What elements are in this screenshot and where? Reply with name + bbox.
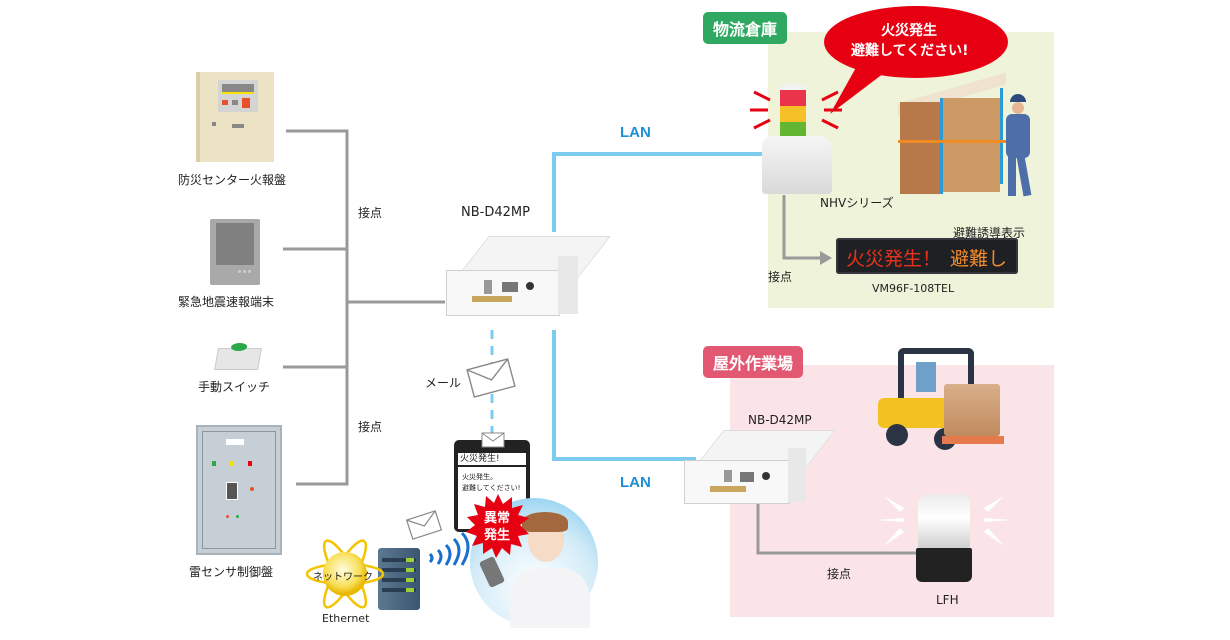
speech-bubble-line1: 火災発生: [881, 23, 937, 39]
speech-bubble: [824, 6, 1008, 114]
network-globe-icon: [305, 539, 385, 609]
lan-label-lower: LAN: [620, 474, 651, 491]
earthquake-alert-terminal-label: 緊急地震速報端末: [178, 295, 275, 309]
contact-wire-beacon: [756, 500, 916, 555]
warehouse-worker: [1004, 94, 1034, 200]
led-sign-text-orange: 避難し: [950, 248, 1008, 270]
beacon-flash-rays-icon: [876, 496, 1012, 546]
lightning-sensor-panel-label: 雷センサ制御盤: [189, 565, 274, 579]
mail-server-icon: [378, 548, 420, 610]
warehouse-shelving: [898, 72, 1006, 198]
ethernet-label: Ethernet: [322, 612, 370, 625]
wireless-signal-icon: [428, 531, 470, 566]
contact-wire-sign: [782, 195, 820, 260]
contact-label-lower: 接点: [358, 420, 383, 434]
fire-alarm-panel: [196, 72, 274, 162]
flash-rays-icon: [750, 90, 842, 130]
arrow-head-icon: [820, 251, 832, 265]
led-sign-vm96f: 火災発生！ 避難し: [836, 238, 1018, 274]
forklift-illustration: [876, 344, 1006, 464]
controller-model-label: NB-D42MP: [461, 205, 530, 220]
contact-label-outdoor: 接点: [827, 567, 852, 581]
envelope-icon: [466, 358, 516, 398]
lan-line-warehouse: [552, 152, 768, 232]
user-with-phone-illustration: [470, 498, 598, 628]
switch-button-icon: [230, 343, 248, 351]
lan-line-outdoor: [552, 330, 696, 461]
warehouse-zone-tag: 物流倉庫: [703, 12, 788, 44]
led-sign-text-red: 火災発生！: [846, 248, 942, 270]
contact-wire-lightning-panel: [296, 302, 349, 486]
phone-envelope-icon: [481, 432, 505, 448]
manual-switch-label: 手動スイッチ: [198, 380, 271, 394]
alert-burst-line1: 異常: [484, 511, 511, 526]
earthquake-alert-terminal: [210, 219, 260, 285]
signal-tower-label: NHVシリーズ: [820, 196, 894, 210]
contact-label-upper: 接点: [358, 206, 383, 220]
phone-mail-body-line2: 避難してください!: [462, 484, 521, 492]
alert-burst-icon: [466, 494, 529, 558]
controller-nb-d42mp: [446, 236, 611, 326]
contact-label-warehouse: 接点: [768, 270, 793, 284]
phone-icon: [478, 555, 506, 589]
outdoor-zone-tag: 屋外作業場: [703, 346, 804, 378]
lightning-sensor-panel: [196, 425, 282, 555]
sign-caption: 避難誘導表示: [953, 226, 1026, 240]
mail-label: メール: [425, 376, 462, 390]
sign-model-label: VM96F-108TEL: [872, 282, 955, 295]
contact-wire-fire-panel: [286, 129, 349, 302]
lan-label-upper: LAN: [620, 124, 651, 141]
outdoor-controller-label: NB-D42MP: [748, 413, 812, 427]
led-beacon-lfh: [916, 494, 972, 586]
phone-mail-subject: 火災発生!: [458, 453, 526, 465]
speech-bubble-line2: 避難してください!: [851, 43, 969, 59]
fire-alarm-panel-label: 防災センター火報盤: [178, 173, 287, 187]
envelope-icon-small: [405, 510, 443, 540]
beacon-label: LFH: [936, 593, 959, 607]
phone-mail-body-line1: 火災発生。: [462, 473, 497, 481]
signal-tower-nhv: [762, 84, 836, 196]
network-label: ネットワーク: [313, 572, 373, 583]
manual-switch: [214, 343, 262, 370]
controller-nb-d42mp-outdoor: [684, 430, 836, 512]
alert-burst-line2: 発生: [484, 528, 511, 543]
